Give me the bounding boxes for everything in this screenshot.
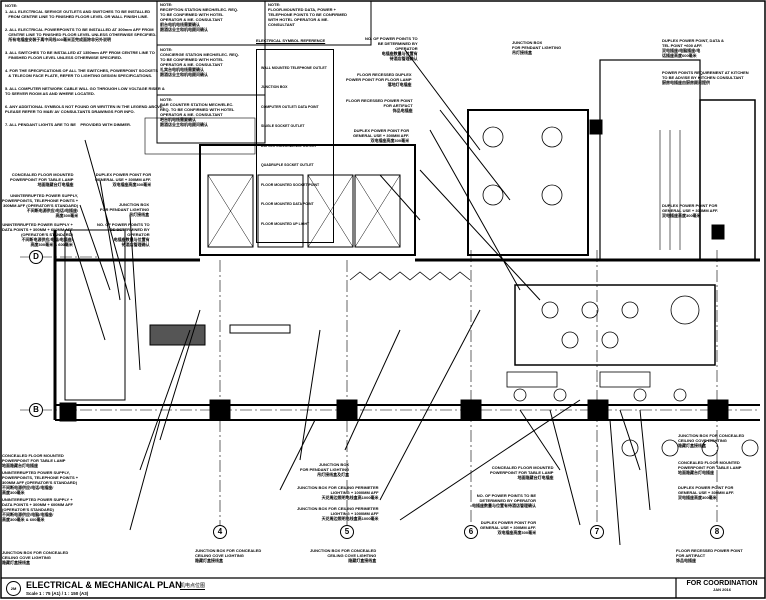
- legend-item: DUPLEX CONVENIENCE OUTLET: [261, 143, 317, 148]
- annotation: JUNCTION BOX FOR CONCEALED CEILING COVE …: [195, 548, 262, 563]
- notes-heading: NOTE:: [5, 3, 18, 8]
- legend-item: FLOOR MOUNTED DATA POINT: [261, 202, 314, 206]
- status-text: FOR COORDINATION: [686, 580, 758, 587]
- general-notes-panel: NOTE: 1. ALL ELECTRICAL SERVICE OUTLETS …: [1, 1, 165, 127]
- grid-bubble-8: 8: [710, 525, 724, 539]
- floor-data-note: NOTE: FLOOR-MOUNTED DATA, POWER + TELEPH…: [268, 2, 347, 27]
- legend-item: WALL MOUNTED TELEPHONE OUTLET: [261, 65, 327, 70]
- annotation: UNINTERRUPTED POWER SUPPLY, POWERPOINTS,…: [2, 193, 79, 218]
- legend-item: SINGLE SOCKET OUTLET: [261, 124, 305, 128]
- legend-item: QUADRUPLE SOCKET OUTLET: [261, 163, 314, 167]
- note-text: BAR COUNTER STATION MECH/ELEC. REQ. TO B…: [160, 102, 235, 127]
- legend-item: FLOOR MOUNTED SOCKET POINT: [261, 182, 320, 187]
- bar-counter-note: NOTE: BAR COUNTER STATION MECH/ELEC. REQ…: [160, 97, 234, 127]
- annotation: FLOOR RECESSED POWER POINT FOR ARTIFACT …: [346, 98, 413, 113]
- status-date: JAN 2016: [712, 587, 731, 592]
- note-item: 2. ALL ELECTRICAL POWERPOINTS TO BE INST…: [5, 27, 157, 42]
- grid-bubble-b: B: [29, 403, 43, 417]
- annotation: JUNCTION BOX FOR PENDANT LIGHTING 吊灯接线盒: [512, 40, 562, 55]
- annotation: DUPLEX POWER POINT FOR GENERAL USE + 300…: [662, 203, 719, 218]
- concierge-note: NOTE: CONCIERGE STATION MECH/ELEC. REQ. …: [160, 47, 239, 77]
- sheet-ref-bubble: 2M: [6, 581, 21, 596]
- annotation: JUNCTION BOX FOR CONCEALED CEILING COVE …: [310, 548, 377, 563]
- annotation: CONCEALED FLOOR MOUNTED POWERPOINT FOR T…: [2, 453, 66, 468]
- note-item: 7. ALL PENDANT LIGHTS ARE TO BE PROVIDED…: [5, 122, 132, 127]
- grid-bubble-4: 4: [213, 525, 227, 539]
- annotation: UNINTERRUPTED POWER SUPPLY + DATA POINTS…: [2, 222, 73, 247]
- note-text: RECEPTION STATION MECH/ELEC. REQ. TO BE …: [160, 7, 239, 32]
- annotation: CONCEALED FLOOR MOUNTED POWERPOINT FOR T…: [490, 465, 554, 480]
- note-item: 6. ANY ADDITIONAL SYMBOLS NOT FOUND OR W…: [5, 104, 164, 114]
- annotation: JUNCTION BOX FOR CEILING PERIMETER LIGHT…: [297, 506, 379, 521]
- annotation: CONCEALED FLOOR MOUNTED POWERPOINT FOR T…: [10, 172, 74, 187]
- annotation: DUPLEX POWER POINT FOR GENERAL USE + 300…: [480, 520, 537, 535]
- note-item: 5. ALL COMPUTER NETWORK CABLE WILL GO TH…: [5, 86, 165, 96]
- annotation: FLOOR RECESSED DUPLEX POWER POINT FOR FL…: [346, 72, 412, 87]
- grid-bubble-d: D: [29, 250, 43, 264]
- legend-item: JUNCTION BOX: [261, 85, 288, 89]
- annotation: NO. OF POWER POINTS TO BE DETERMINED BY …: [365, 36, 418, 61]
- annotation: FLOOR RECESSED POWER POINT FOR ARTIFACT …: [676, 548, 743, 563]
- grid-bubble-6: 6: [464, 525, 478, 539]
- note-item: 3. ALL SWITCHES TO BE INSTALLED AT 1350m…: [5, 50, 155, 60]
- annotation: NO. OF POWER POINTS TO BE DETERMINED BY …: [97, 222, 150, 247]
- note-item: 1. ALL ELECTRICAL SERVICE OUTLETS AND SW…: [5, 9, 151, 19]
- legend-title: ELECTRICAL SYMBOL REFERENCE: [256, 38, 326, 43]
- annotation: DUPLEX POWER POINT FOR GENERAL USE + 300…: [353, 128, 410, 143]
- status-block: FOR COORDINATION JAN 2016: [680, 580, 764, 592]
- legend-item: FLOOR MOUNTED UP LIGHT: [261, 221, 310, 226]
- note-heading: NOTE:: [160, 2, 173, 7]
- note-heading: NOTE:: [160, 47, 173, 52]
- annotation: UNINTERRUPTED POWER SUPPLY, POWERPOINTS,…: [2, 470, 79, 495]
- annotation: DUPLEX POWER POINT FOR GENERAL USE + 300…: [678, 485, 735, 500]
- drawing-scale: Scale 1 : 75 (A1) / 1 : 150 (A3): [26, 591, 89, 596]
- note-heading: NOTE:: [160, 97, 173, 102]
- note-text: FLOOR-MOUNTED DATA, POWER + TELEPHONE PO…: [268, 7, 348, 27]
- annotation: JUNCTION BOX FOR CONCEALED CEILING COVE …: [678, 433, 745, 448]
- annotation: NO. OF POWER POINTS TO BE DETERMINED BY …: [472, 493, 536, 508]
- annotation: CONCEALED FLOOR MOUNTED POWERPOINT FOR T…: [678, 460, 742, 475]
- grid-bubble-7: 7: [590, 525, 604, 539]
- annotation: DUPLEX POWER POINT, DATA & TEL POINT +60…: [662, 38, 724, 58]
- annotation: UNINTERRUPTED POWER SUPPLY + DATA POINTS…: [2, 497, 73, 522]
- annotation: JUNCTION BOX FOR PENDANT LIGHTING 吊灯接线盒: [100, 202, 150, 217]
- grid-bubble-5: 5: [340, 525, 354, 539]
- note-item: 4. FOR THE SPECIFICATIONS OF ALL THE SWI…: [5, 68, 159, 78]
- annotation: DUPLEX POWER POINT FOR GENERAL USE + 300…: [95, 172, 152, 187]
- annotation: JUNCTION BOX FOR CONCEALED CEILING COVE …: [2, 550, 69, 565]
- note-text: CONCIERGE STATION MECH/ELEC. REQ. TO BE …: [160, 52, 239, 77]
- legend-item: COMPUTER OUTLET/ DATA POINT: [261, 104, 319, 109]
- annotation: POWER POINTS REQUIREMENT AT KITCHEN TO B…: [662, 70, 749, 85]
- annotation: JUNCTION BOX FOR CEILING PERIMETER LIGHT…: [297, 485, 379, 500]
- symbol-legend: ELECTRICAL SYMBOL REFERENCE WALL MOUNTED…: [256, 38, 334, 243]
- reception-note: NOTE: RECEPTION STATION MECH/ELEC. REQ. …: [160, 2, 238, 32]
- note-heading: NOTE:: [268, 2, 281, 7]
- title-block: 2M ELECTRICAL & MECHANICAL PLAN 机电点位图 Sc…: [6, 580, 676, 598]
- annotation: JUNCTION BOX FOR PENDANT LIGHTING 吊灯接线盒及…: [300, 462, 350, 477]
- drawing-title: ELECTRICAL & MECHANICAL PLAN: [26, 580, 182, 590]
- drawing-title-cn: 机电点位图: [180, 583, 206, 590]
